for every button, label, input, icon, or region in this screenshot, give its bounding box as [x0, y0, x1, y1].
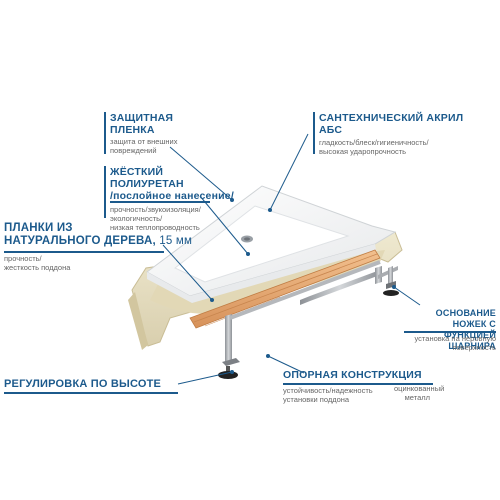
support-title: ОПОРНАЯ КОНСТРУКЦИЯ: [283, 369, 422, 381]
support-frame: [218, 260, 399, 379]
support-desc: устойчивость/надежность установки поддон…: [283, 386, 373, 404]
underline: [4, 392, 178, 394]
wood-planks-title-line2: НАТУРАЛЬНОГО ДЕРЕВА,: [4, 235, 156, 247]
legs-desc: установка на неровную поверхность: [414, 334, 497, 352]
underline: [283, 383, 433, 385]
polyurethane-desc: прочность/звукоизоляция/ экологичность/ …: [110, 205, 201, 232]
acrylic-desc: гладкость/блеск/гигиеничность/ высокая у…: [319, 138, 429, 156]
support-material: оцинкованный металл: [394, 384, 445, 402]
underline: [110, 201, 210, 203]
leader-dots: [210, 198, 396, 374]
polyurethane-title: ЖЁСТКИЙ ПОЛИУРЕТАН /послойное нанесение/: [110, 166, 234, 202]
accent-bar: [313, 112, 315, 154]
acrylic-title: САНТЕХНИЧЕСКИЙ АКРИЛ АБС: [319, 112, 464, 136]
wood-planks-desc: прочность/ жесткость поддона: [4, 254, 71, 272]
protective-film-desc: защита от внешних повреждений: [110, 137, 178, 155]
underline: [404, 331, 496, 333]
accent-bar: [104, 112, 106, 154]
protective-film-title: ЗАЩИТНАЯ ПЛЕНКА: [110, 112, 174, 136]
leader-lines: [162, 133, 421, 385]
acrylic-tray: [146, 185, 397, 303]
foot-pad-icon: [383, 290, 399, 296]
foot-pad-icon: [218, 371, 238, 379]
wood-plank: [189, 249, 381, 329]
underline: [4, 251, 164, 253]
wood-planks-size: 15 мм: [159, 235, 193, 247]
legs-title: ОСНОВАНИЕ НОЖЕК С ФУНКЦИЕЙ ШАРНИРА: [435, 308, 496, 351]
wood-planks-title: ПЛАНКИ ИЗ НАТУРАЛЬНОГО ДЕРЕВА, 15 мм: [4, 222, 193, 247]
accent-bar: [104, 166, 106, 218]
height-adjust-title: РЕГУЛИРОВКА ПО ВЫСОТЕ: [4, 378, 162, 390]
